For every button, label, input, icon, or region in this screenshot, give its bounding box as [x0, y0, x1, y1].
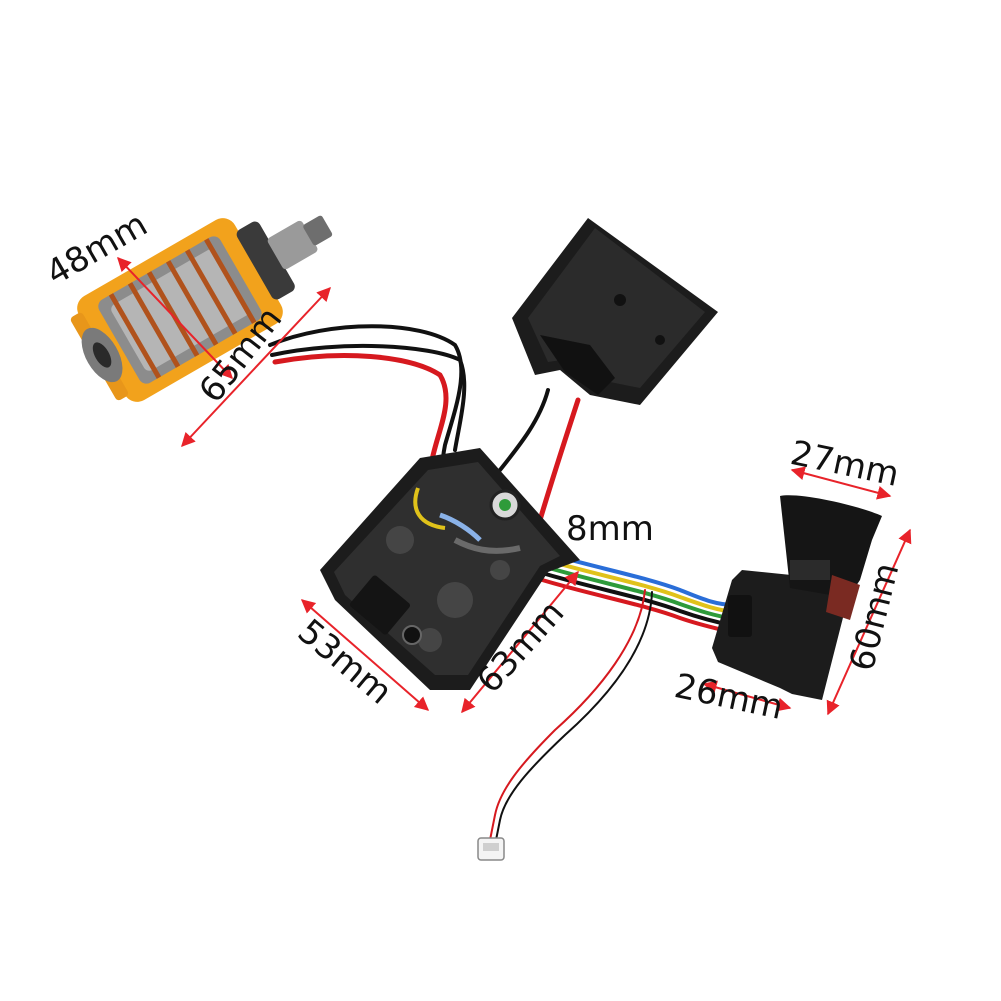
- arrow-26mm: [702, 680, 792, 712]
- arrow-65mm: [181, 286, 331, 448]
- arrow-53mm: [300, 599, 430, 711]
- trigger-switch: [712, 495, 882, 700]
- arrow-60mm: [826, 528, 912, 716]
- arrow-63mm: [461, 570, 579, 714]
- board-thickness-label: 8mm: [566, 509, 654, 549]
- arrow-27mm: [790, 466, 892, 500]
- dimension-arrows: [117, 256, 912, 716]
- battery-terminal: [512, 218, 718, 405]
- jst-connector: [477, 837, 505, 861]
